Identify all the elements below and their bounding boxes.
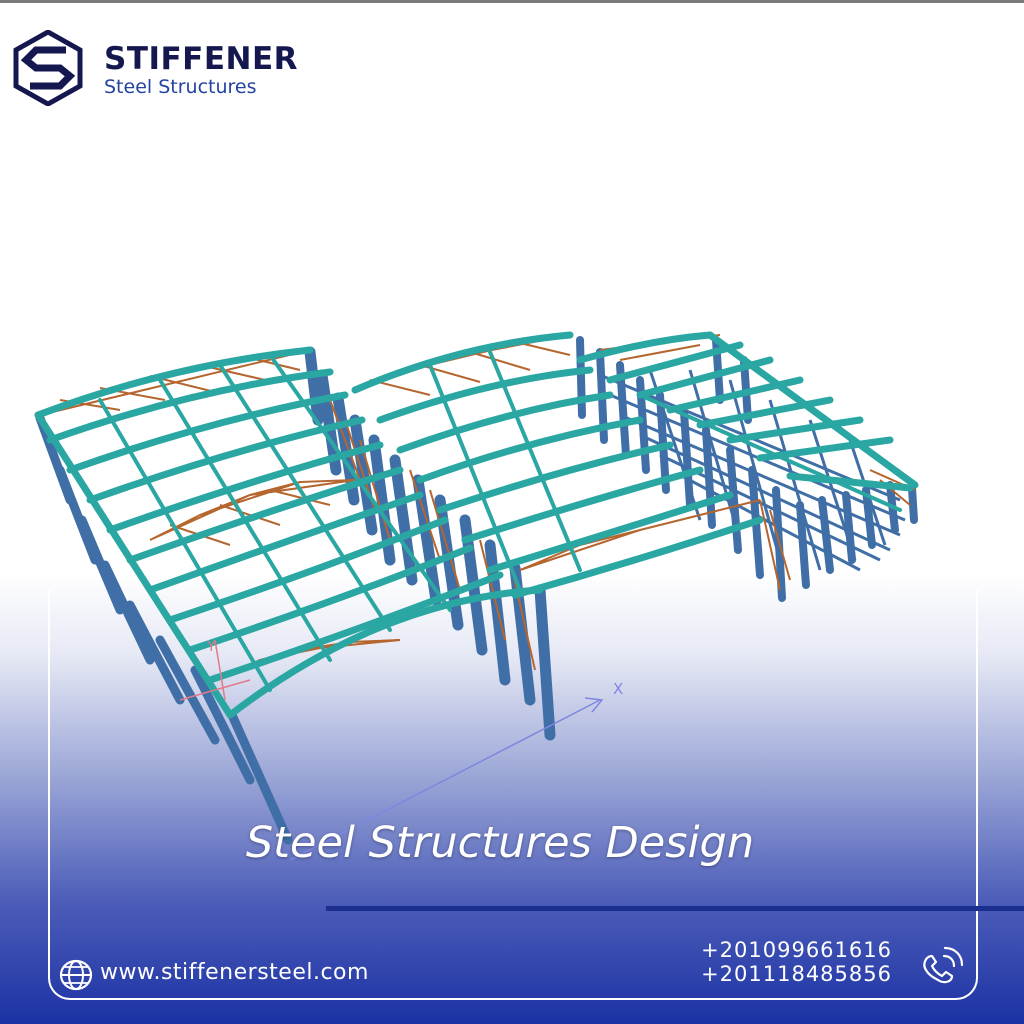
stiffener-logo-icon [13, 30, 83, 106]
phone-number-1[interactable]: +201099661616 [701, 938, 892, 962]
axis-label-x: X [613, 680, 623, 698]
brand-name: STIFFENER [104, 41, 299, 77]
headline: Steel Structures Design [245, 818, 755, 868]
axis-label-y: Y [206, 639, 216, 655]
globe-icon [59, 959, 93, 991]
content-frame [48, 590, 978, 1000]
website-link[interactable]: www.stiffenersteel.com [100, 960, 369, 985]
accent-bar [326, 906, 1024, 911]
top-rule [0, 0, 1024, 3]
global-axes [179, 639, 604, 861]
roof-members [34, 331, 919, 719]
phone-number-2[interactable]: +201118485856 [701, 962, 892, 986]
brand-subtitle: Steel Structures [104, 76, 257, 98]
phone-icon [923, 946, 964, 984]
